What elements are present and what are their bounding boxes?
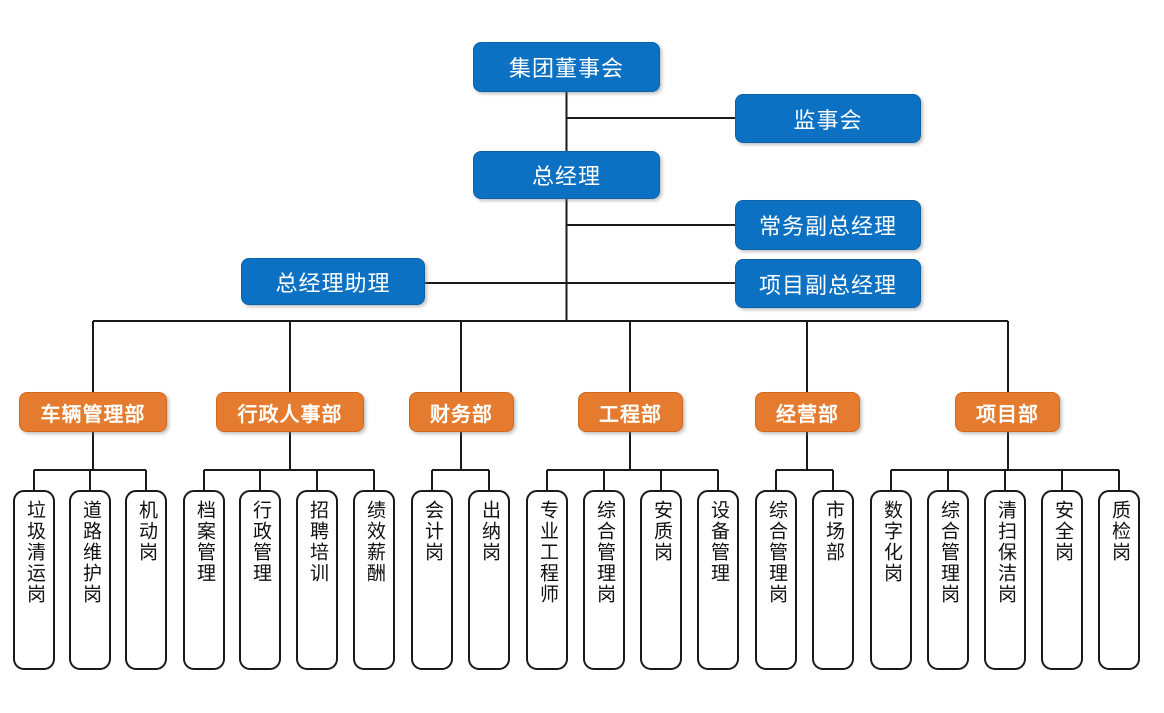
position-box[interactable]: 综合管理岗 xyxy=(755,490,797,670)
position-box[interactable]: 清扫保洁岗 xyxy=(984,490,1026,670)
position-label: 绩效薪酬 xyxy=(364,500,386,584)
position-box[interactable]: 道路维护岗 xyxy=(69,490,111,670)
node-gm-assistant[interactable]: 总经理助理 xyxy=(241,258,425,305)
position-label: 质检岗 xyxy=(1109,500,1131,563)
position-label: 机动岗 xyxy=(136,500,158,563)
position-label: 安全岗 xyxy=(1052,500,1074,563)
node-general-manager[interactable]: 总经理 xyxy=(473,151,660,199)
position-box[interactable]: 出纳岗 xyxy=(468,490,510,670)
position-box[interactable]: 专业工程师 xyxy=(526,490,568,670)
department-project[interactable]: 项目部 xyxy=(955,392,1060,432)
position-box[interactable]: 行政管理 xyxy=(239,490,281,670)
position-label: 综合管理岗 xyxy=(938,500,960,605)
position-label: 清扫保洁岗 xyxy=(995,500,1017,605)
department-engineering[interactable]: 工程部 xyxy=(578,392,683,432)
position-box[interactable]: 设备管理 xyxy=(697,490,739,670)
position-box[interactable]: 垃圾清运岗 xyxy=(13,490,55,670)
position-box[interactable]: 招聘培训 xyxy=(296,490,338,670)
node-executive-vice-gm[interactable]: 常务副总经理 xyxy=(735,200,921,250)
department-operations[interactable]: 经营部 xyxy=(755,392,860,432)
position-label: 会计岗 xyxy=(422,500,444,563)
position-label: 综合管理岗 xyxy=(594,500,616,605)
node-project-vice-gm[interactable]: 项目副总经理 xyxy=(735,259,921,308)
position-label: 数字化岗 xyxy=(881,500,903,584)
position-box[interactable]: 综合管理岗 xyxy=(583,490,625,670)
position-box[interactable]: 质检岗 xyxy=(1098,490,1140,670)
position-label: 出纳岗 xyxy=(479,500,501,563)
position-box[interactable]: 安全岗 xyxy=(1041,490,1083,670)
position-label: 市场部 xyxy=(823,500,845,563)
position-label: 设备管理 xyxy=(708,500,730,584)
node-supervisory-board[interactable]: 监事会 xyxy=(735,94,921,143)
department-admin-hr[interactable]: 行政人事部 xyxy=(216,392,364,432)
position-label: 档案管理 xyxy=(194,500,216,584)
position-box[interactable]: 数字化岗 xyxy=(870,490,912,670)
position-label: 综合管理岗 xyxy=(766,500,788,605)
position-box[interactable]: 会计岗 xyxy=(411,490,453,670)
node-board[interactable]: 集团董事会 xyxy=(473,42,660,92)
position-box[interactable]: 档案管理 xyxy=(183,490,225,670)
position-label: 安质岗 xyxy=(651,500,673,563)
position-label: 道路维护岗 xyxy=(80,500,102,605)
position-box[interactable]: 绩效薪酬 xyxy=(353,490,395,670)
position-label: 招聘培训 xyxy=(307,500,329,584)
position-box[interactable]: 机动岗 xyxy=(125,490,167,670)
position-label: 垃圾清运岗 xyxy=(24,500,46,605)
department-finance[interactable]: 财务部 xyxy=(409,392,514,432)
department-vehicle-management[interactable]: 车辆管理部 xyxy=(19,392,167,432)
position-box[interactable]: 市场部 xyxy=(812,490,854,670)
position-label: 行政管理 xyxy=(250,500,272,584)
position-box[interactable]: 安质岗 xyxy=(640,490,682,670)
position-label: 专业工程师 xyxy=(537,500,559,605)
position-box[interactable]: 综合管理岗 xyxy=(927,490,969,670)
